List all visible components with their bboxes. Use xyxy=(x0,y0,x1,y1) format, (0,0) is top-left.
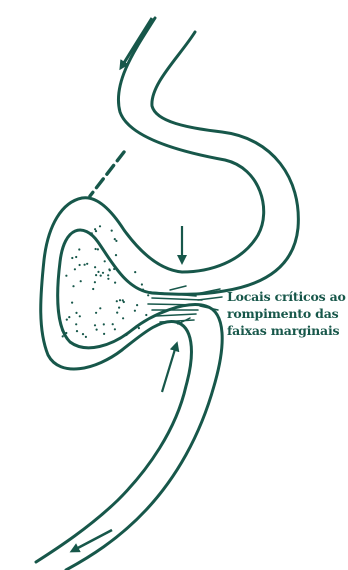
sediment-dot xyxy=(99,225,101,227)
sediment-dot xyxy=(95,274,97,276)
sediment-dot xyxy=(92,288,94,290)
sediment-dot xyxy=(134,271,136,273)
sediment-dot xyxy=(107,274,109,276)
sediment-dot xyxy=(114,328,116,330)
sediment-dot xyxy=(94,324,96,326)
sediment-dot xyxy=(103,323,105,325)
sediment-dot xyxy=(116,312,118,314)
sediment-dot xyxy=(75,323,77,325)
sediment-dot xyxy=(118,307,120,309)
sediment-dot xyxy=(95,248,97,250)
sediment-dot xyxy=(85,336,87,338)
sediment-dot xyxy=(122,317,124,319)
sediment-dot xyxy=(125,334,127,336)
sediment-dot xyxy=(71,257,73,259)
cutoff-dashed-line xyxy=(90,152,124,196)
sediment-dot xyxy=(86,263,88,265)
sediment-dot xyxy=(95,230,97,232)
sediment-dot xyxy=(141,283,143,285)
hatch-mark xyxy=(198,297,222,300)
sediment-dot xyxy=(99,307,101,309)
sediment-dot xyxy=(76,330,78,332)
sediment-dot xyxy=(62,335,64,337)
label-line-2: rompimento das xyxy=(227,305,347,322)
sediment-dot xyxy=(136,304,138,306)
sediment-dot xyxy=(112,323,114,325)
sediment-dot xyxy=(78,248,80,250)
sediment-dot xyxy=(114,282,116,284)
hatch-mark xyxy=(170,286,186,290)
sediment-dot xyxy=(94,266,96,268)
sediment-dot xyxy=(119,299,121,301)
critical-locations-label: Locais críticos ao rompimento das faixas… xyxy=(227,288,347,339)
label-line-1: Locais críticos ao xyxy=(227,288,347,305)
sediment-dot xyxy=(108,268,110,270)
sediment-dots xyxy=(61,225,149,338)
label-line-3: faixas marginais xyxy=(227,322,347,339)
sediment-dot xyxy=(74,268,76,270)
sediment-dot xyxy=(122,299,124,301)
sediment-dot xyxy=(65,332,67,334)
sediment-dot xyxy=(145,314,147,316)
sediment-dot xyxy=(61,330,63,332)
sediment-dot xyxy=(116,300,118,302)
sediment-dot xyxy=(147,294,149,296)
sediment-dot xyxy=(65,275,67,277)
sediment-dot xyxy=(82,333,84,335)
sediment-dot xyxy=(95,312,97,314)
sediment-dot xyxy=(80,280,82,282)
sediment-dot xyxy=(100,275,102,277)
sediment-dot xyxy=(107,278,109,280)
sediment-dot xyxy=(96,329,98,331)
sediment-dot xyxy=(115,240,117,242)
sediment-dot xyxy=(103,333,105,335)
hatch-mark xyxy=(160,320,194,322)
sediment-dot xyxy=(97,248,99,250)
hatch-mark xyxy=(156,314,196,316)
sediment-dot xyxy=(91,232,93,234)
sediment-dot xyxy=(79,315,81,317)
sediment-dot xyxy=(75,312,77,314)
sediment-dot xyxy=(84,264,86,266)
sediment-dot xyxy=(94,228,96,230)
sediment-dot xyxy=(142,289,144,291)
sediment-dot xyxy=(72,285,74,287)
sediment-dot xyxy=(115,254,117,256)
sediment-dot xyxy=(111,230,113,232)
sediment-dot xyxy=(113,268,115,270)
erosion-arrow-up xyxy=(162,346,176,392)
sediment-dot xyxy=(134,310,136,312)
sediment-dot xyxy=(102,272,104,274)
sediment-dot xyxy=(97,271,99,273)
sediment-dot xyxy=(75,256,77,258)
sediment-dot xyxy=(79,264,81,266)
hatch-mark xyxy=(152,298,202,300)
sediment-dot xyxy=(68,316,70,318)
sediment-dot xyxy=(71,302,73,304)
sediment-dot xyxy=(94,281,96,283)
sediment-dot xyxy=(66,319,68,321)
sediment-dot xyxy=(104,260,106,262)
sediment-dot xyxy=(138,327,140,329)
sediment-dot xyxy=(114,238,116,240)
flow-arrow-top xyxy=(122,18,152,66)
hatch-mark xyxy=(148,304,200,305)
